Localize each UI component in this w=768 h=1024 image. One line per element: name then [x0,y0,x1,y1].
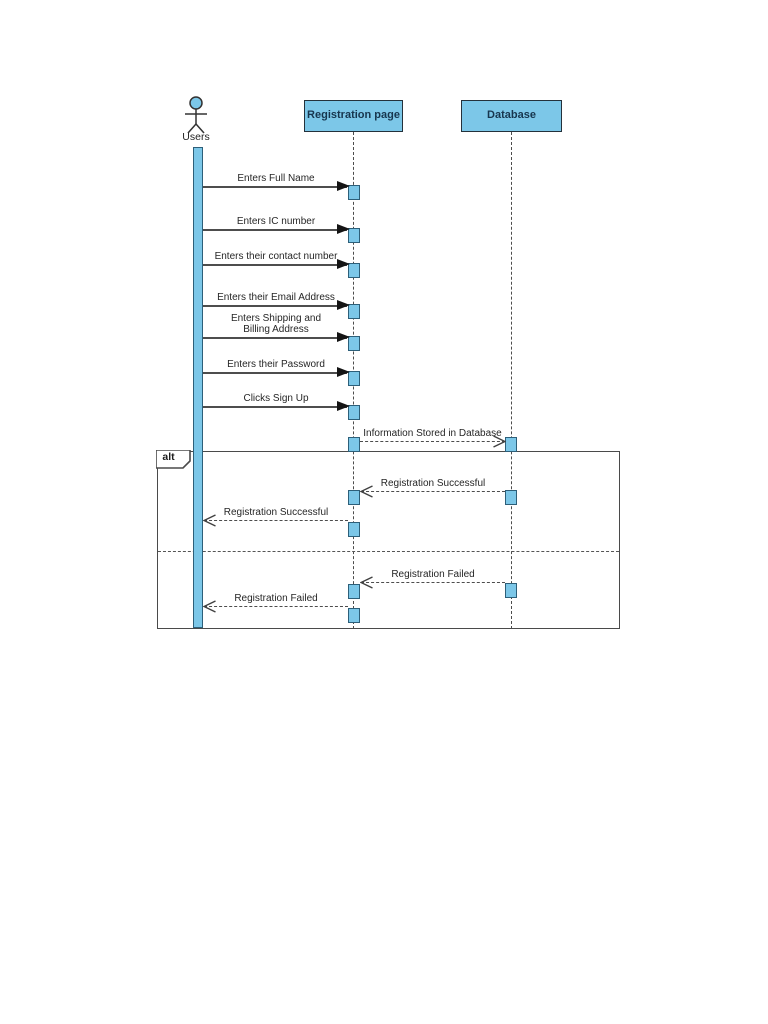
activation-users-bar [193,147,203,628]
activation-registration-4 [348,304,360,319]
message-registration-successful-page-to-users-label: Registration Successful [223,507,329,518]
message-registration-successful-db-to-page-label: Registration Successful [380,478,486,489]
lifeline-header-registration-page: Registration page [304,100,403,132]
activation-registration-6 [348,371,360,386]
filled-arrowhead-icon [337,259,350,269]
filled-arrowhead-icon [337,401,350,411]
message-information-stored-label: Information Stored in Database [363,428,502,439]
message-enters-ic-number-label: Enters IC number [236,216,316,227]
message-enters-shipping-billing-address-label: Enters Shipping and Billing Address [230,313,322,335]
activation-registration-8 [348,437,360,452]
alt-operator-label: alt [162,451,175,464]
filled-arrowhead-icon [337,181,350,191]
activation-registration-10 [348,522,360,537]
activation-database-2 [505,490,517,505]
open-arrowhead-icon [203,600,216,613]
lifeline-header-database: Database [461,100,562,132]
filled-arrowhead-icon [337,367,350,377]
activation-registration-12 [348,608,360,623]
activation-registration-2 [348,228,360,243]
filled-arrowhead-icon [337,300,350,310]
message-clicks-sign-up-label: Clicks Sign Up [243,393,309,404]
message-enters-password-label: Enters their Password [227,359,325,370]
activation-registration-7 [348,405,360,420]
lifeline-database [511,132,512,629]
open-arrowhead-icon [493,435,506,448]
lifeline-header-registration-page-label: Registration page [307,109,400,121]
activation-registration-1 [348,185,360,200]
actor-users-label: Users [182,131,210,143]
open-arrowhead-icon [360,485,373,498]
open-arrowhead-icon [360,576,373,589]
message-enters-email-address-label: Enters their Email Address [217,292,335,303]
alt-operator-tab-shape [155,449,192,470]
alt-frame: alt [155,449,620,629]
activation-registration-11 [348,584,360,599]
activation-database-3 [505,583,517,598]
alt-branch-divider [158,551,619,552]
lifeline-header-database-label: Database [487,109,536,121]
filled-arrowhead-icon [337,332,350,342]
message-registration-failed-page-to-users-label: Registration Failed [234,593,318,604]
message-enters-contact-number-label: Enters their contact number [214,251,338,262]
activation-registration-9 [348,490,360,505]
message-enters-full-name-label: Enters Full Name [237,173,315,184]
message-registration-failed-db-to-page-label: Registration Failed [391,569,475,580]
alt-operator-tab: alt [155,449,192,470]
activation-registration-5 [348,336,360,351]
filled-arrowhead-icon [337,224,350,234]
open-arrowhead-icon [203,514,216,527]
activation-registration-3 [348,263,360,278]
activation-database-1 [505,437,517,452]
actor-users-icon [185,96,207,134]
